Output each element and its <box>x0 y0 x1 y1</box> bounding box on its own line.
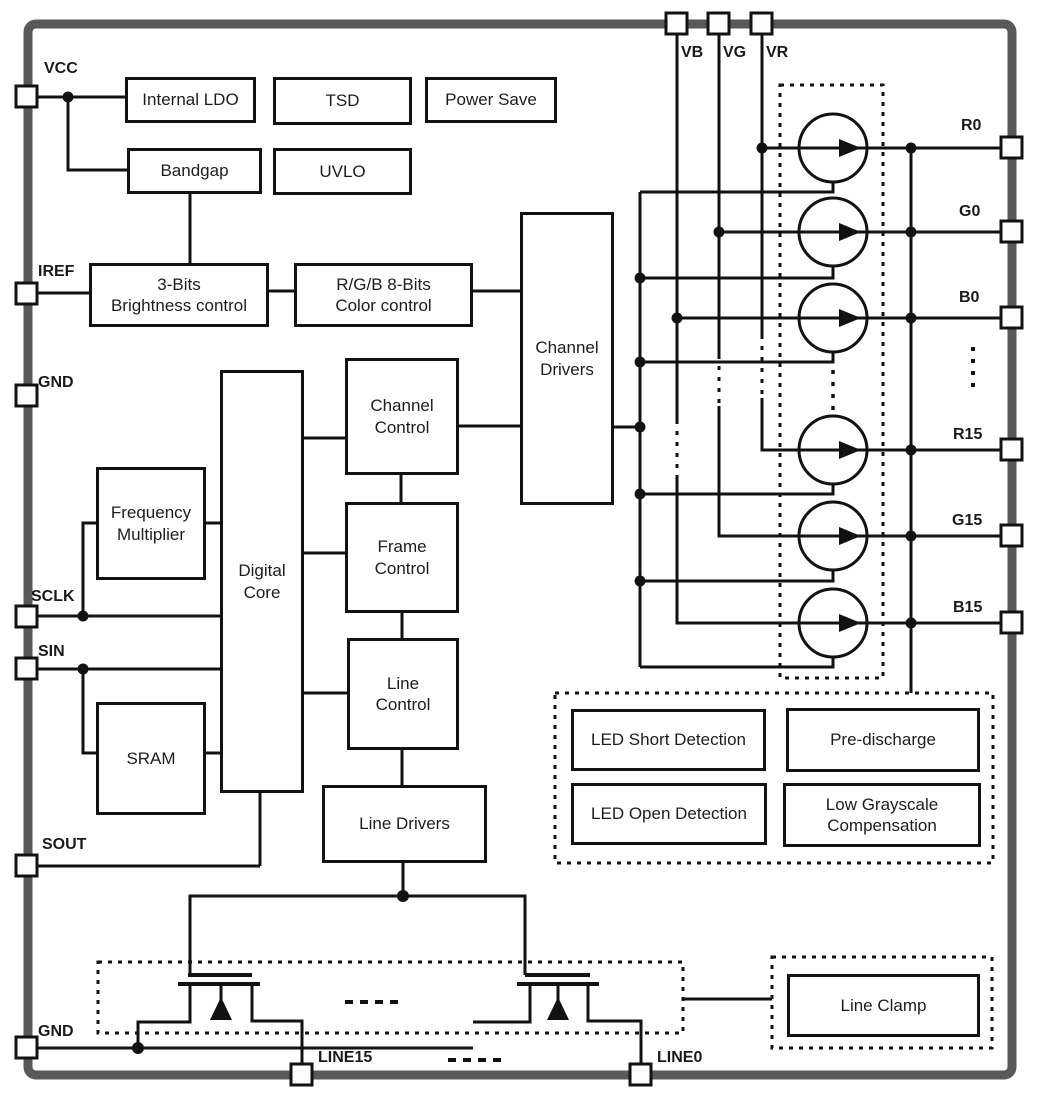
line-switch-wires <box>37 894 772 1050</box>
block-color-control: R/G/B 8-Bits Color control <box>294 263 473 327</box>
block-led-open-detection: LED Open Detection <box>571 783 767 845</box>
arrow-right-icon <box>839 614 861 632</box>
pin-terminal-iref <box>14 281 39 306</box>
pin-label-b15: B15 <box>953 599 983 616</box>
pin-label-sin: SIN <box>38 643 65 660</box>
channel-driver-bus <box>613 182 835 669</box>
pin-terminal-vr <box>749 11 774 36</box>
pin-terminal-sclk <box>14 604 39 629</box>
block-bandgap: Bandgap <box>127 148 262 194</box>
arrow-right-icon <box>839 527 861 545</box>
dashed-group-boxes <box>96 83 995 1050</box>
block-line-drivers: Line Drivers <box>322 785 487 863</box>
pin-terminal-gnd-bottom <box>14 1035 39 1060</box>
pin-label-sout: SOUT <box>42 836 87 853</box>
pin-terminal-r15 <box>999 437 1024 462</box>
current-source-group-box <box>778 83 885 680</box>
pin-label-line0: LINE0 <box>657 1049 703 1066</box>
detection-group-box <box>553 691 995 865</box>
pin-terminal-line0 <box>628 1062 653 1087</box>
ellipsis-marks <box>345 347 975 1062</box>
block-led-short-detection: LED Short Detection <box>571 709 766 771</box>
block-digital-core: Digital Core <box>220 370 304 793</box>
pin-label-vg: VG <box>723 44 747 61</box>
pin-terminal-vb <box>664 11 689 36</box>
nmos-transistor-icon <box>136 973 304 1064</box>
core-wires <box>37 95 520 896</box>
pin-label-vb: VB <box>681 44 704 61</box>
pin-terminal-line15 <box>289 1062 314 1087</box>
pin-label-g0: G0 <box>959 203 981 220</box>
block-uvlo: UVLO <box>273 148 412 195</box>
arrow-right-icon <box>839 309 861 327</box>
block-sram: SRAM <box>96 702 206 815</box>
pin-label-gnd-top: GND <box>38 374 74 391</box>
line-switch-group-box <box>96 960 685 1035</box>
pin-label-vr: VR <box>766 44 789 61</box>
block-low-grayscale-compensation: Low Grayscale Compensation <box>783 783 981 847</box>
junction-dots <box>62 91 917 1054</box>
block-channel-control: Channel Control <box>345 358 459 475</box>
pin-label-vcc: VCC <box>44 60 78 77</box>
pin-label-gnd-bottom: GND <box>38 1023 74 1040</box>
block-tsd: TSD <box>273 77 412 125</box>
pin-label-g15: G15 <box>952 512 983 529</box>
block-power-save: Power Save <box>425 77 557 123</box>
block-channel-drivers: Channel Drivers <box>520 212 614 505</box>
pin-terminal-gnd-top <box>14 383 39 408</box>
block-line-control: Line Control <box>347 638 459 750</box>
pin-terminal-g0 <box>999 219 1024 244</box>
block-frame-control: Frame Control <box>345 502 459 613</box>
block-internal-ldo: Internal LDO <box>125 77 256 123</box>
pin-terminal-b15 <box>999 610 1024 635</box>
current-arrows <box>839 139 861 632</box>
block-frequency-multiplier: Frequency Multiplier <box>96 467 206 580</box>
line-clamp-group-box <box>770 955 994 1050</box>
arrow-right-icon <box>839 223 861 241</box>
arrow-right-icon <box>839 441 861 459</box>
chip-outline <box>23 19 1017 1080</box>
pin-label-iref: IREF <box>38 263 75 280</box>
pin-terminal-sin <box>14 656 39 681</box>
pin-label-sclk: SCLK <box>31 588 75 605</box>
block-pre-discharge: Pre-discharge <box>786 708 980 772</box>
pin-terminal-sout <box>14 853 39 878</box>
pin-terminal-g15 <box>999 523 1024 548</box>
pin-terminal-vcc <box>14 84 39 109</box>
pin-label-r15: R15 <box>953 426 983 443</box>
pin-label-r0: R0 <box>961 117 982 134</box>
pin-label-b0: B0 <box>959 289 980 306</box>
pin-terminal-r0 <box>999 135 1024 160</box>
nmos-transistor-icon <box>473 973 643 1064</box>
pin-terminal-vg <box>706 11 731 36</box>
arrow-right-icon <box>839 139 861 157</box>
block-line-clamp: Line Clamp <box>787 974 980 1037</box>
pin-terminal-b0 <box>999 305 1024 330</box>
pin-terminals <box>14 11 1024 1087</box>
pin-label-line15: LINE15 <box>318 1049 373 1066</box>
block-brightness-control: 3-Bits Brightness control <box>89 263 269 327</box>
